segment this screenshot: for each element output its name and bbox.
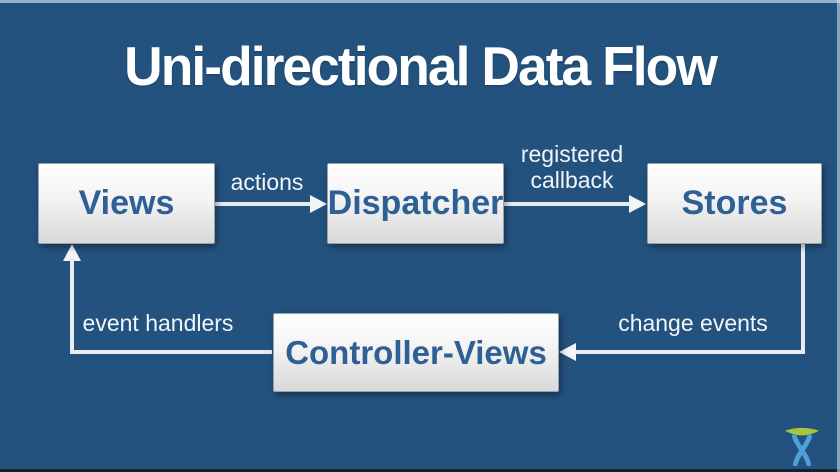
arrow-controller-views-to-views	[63, 244, 272, 354]
edge-label-change-events: change events	[618, 310, 768, 336]
slide-frame-bottom	[0, 469, 840, 472]
arrow-dispatcher-to-stores	[503, 195, 646, 213]
atlassian-logo	[784, 427, 820, 466]
arrow-views-to-dispatcher	[214, 195, 327, 213]
slide-frame-right	[837, 0, 840, 472]
node-stores-label: Stores	[681, 184, 788, 222]
edge-label-actions: actions	[230, 169, 304, 195]
node-dispatcher-label: Dispatcher	[327, 184, 504, 222]
atlassian-logo-figure	[791, 434, 813, 466]
atlassian-logo-arc	[784, 427, 820, 436]
node-stores: Stores	[647, 163, 822, 244]
node-dispatcher: Dispatcher	[327, 163, 504, 244]
edge-label-event-handlers: event handlers	[82, 310, 234, 336]
edge-label-registered-callback: registered callback	[520, 141, 624, 193]
node-views-label: Views	[78, 184, 175, 222]
arrow-stores-to-controller-views	[559, 243, 805, 361]
node-views: Views	[38, 163, 215, 244]
slide-frame-top	[0, 0, 840, 3]
slide-title: Uni-directional Data Flow	[124, 35, 718, 97]
node-controller-views: Controller-Views	[273, 313, 559, 392]
node-controller-views-label: Controller-Views	[285, 333, 547, 371]
